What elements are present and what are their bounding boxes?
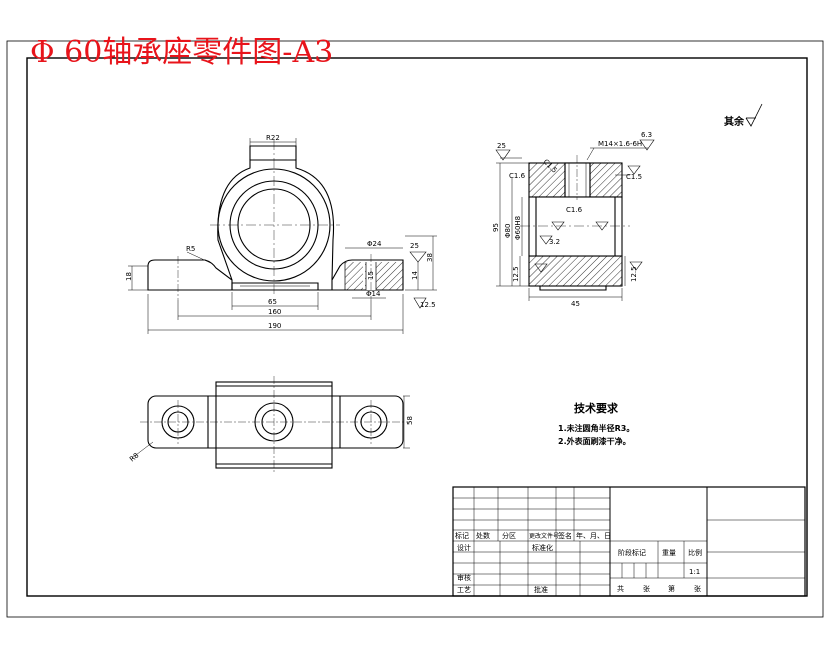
tech-line-2: 2.外表面刷漆干净。 — [558, 436, 631, 446]
surface-note: 其余 — [724, 115, 745, 128]
rough-25: 25 — [497, 142, 506, 150]
rough-6-3: 6.3 — [641, 131, 652, 139]
dim-18: 18 — [125, 272, 133, 281]
tb-design: 设计 — [457, 543, 471, 552]
dim-phi60h8: Φ60H8 — [514, 216, 522, 240]
tb-mark: 标记 — [455, 531, 469, 540]
tb-sheets-sheet: 张 — [643, 584, 650, 593]
dim-58: 58 — [406, 416, 414, 425]
dim-95: 95 — [492, 223, 500, 232]
rough-c16-a: C1.6 — [509, 172, 526, 180]
dim-160: 160 — [268, 308, 281, 316]
tb-std: 标准化 — [532, 543, 553, 552]
tb-process: 工艺 — [457, 586, 471, 594]
dim-38: 38 — [426, 253, 434, 262]
dim-45: 45 — [571, 300, 580, 308]
top-view — [131, 376, 410, 474]
dim-12-5-left: 12.5 — [512, 266, 520, 282]
title-block — [452, 486, 806, 597]
tb-scale: 比例 — [688, 548, 702, 557]
thread-spec: M14×1.6-6H — [598, 140, 642, 148]
tb-weight: 重量 — [662, 549, 676, 557]
tech-line-1: 1.未注圆角半径R3。 — [558, 423, 634, 433]
dim-phi80: Φ80 — [504, 224, 512, 238]
rough-c16-center: C1.6 — [566, 206, 583, 214]
front-view — [128, 138, 437, 334]
dim-phi14: Φ14 — [366, 290, 381, 298]
tb-sheets-end: 张 — [694, 584, 701, 593]
tech-heading: 技术要求 — [574, 401, 619, 415]
dim-190: 190 — [268, 322, 281, 330]
tb-docno: 更改文件号 — [529, 532, 559, 540]
dim-3-2: 3.2 — [549, 238, 560, 246]
dim-12-5-right: 12.5 — [630, 266, 638, 282]
dim-14: 14 — [411, 271, 419, 280]
tb-stage: 阶段标记 — [618, 548, 646, 557]
tb-approve: 批准 — [534, 585, 548, 594]
dim-25: 25 — [410, 242, 419, 250]
tb-date: 年、月、日 — [576, 531, 611, 540]
roughness-symbol — [745, 103, 763, 127]
inner-frame — [26, 57, 808, 597]
dim-r5: R5 — [186, 245, 195, 253]
chamfer-c15-a: C1.5 — [626, 173, 642, 181]
side-view — [495, 139, 655, 301]
tb-count: 处数 — [476, 531, 490, 540]
tb-scale-value: 1:1 — [689, 568, 700, 576]
tb-sheets-total: 共 — [617, 584, 624, 593]
tb-sign: 签名 — [558, 531, 572, 540]
dim-65: 65 — [268, 298, 277, 306]
tb-sheets-no: 第 — [668, 584, 675, 593]
tb-review: 审核 — [457, 573, 471, 582]
tb-zone: 分区 — [502, 531, 516, 540]
dim-phi24: Φ24 — [367, 240, 382, 248]
outer-border — [6, 40, 824, 618]
rough-12-5-front: 12.5 — [420, 301, 436, 309]
drawing-title: Φ 60轴承座零件图-A3 — [30, 35, 334, 70]
dim-r22: R22 — [266, 134, 280, 142]
dim-15: 15 — [367, 271, 375, 280]
